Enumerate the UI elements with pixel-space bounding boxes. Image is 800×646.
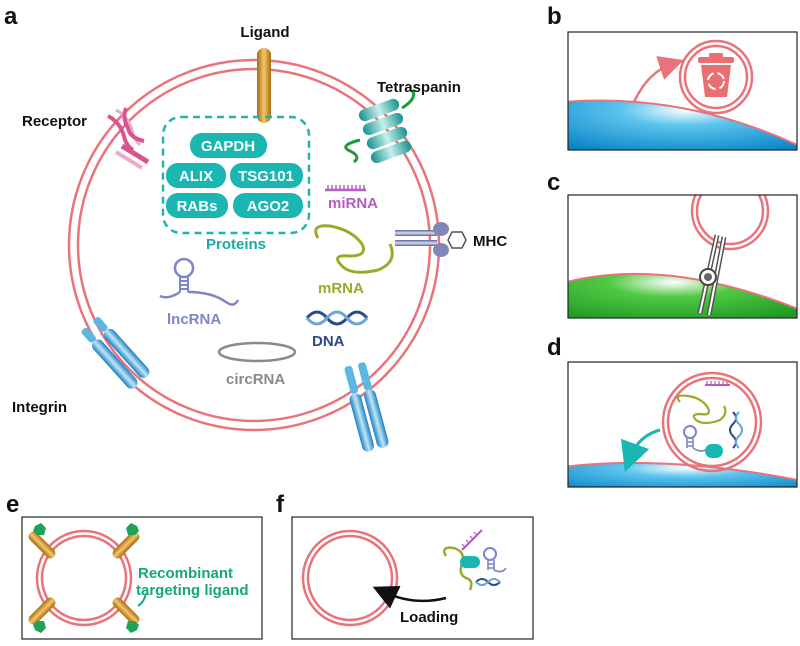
panel-label-c: c	[547, 169, 560, 196]
proteins-label: Proteins	[206, 236, 266, 253]
targeting-ligand-label: targeting ligand	[136, 582, 249, 599]
ligand-pointer	[137, 593, 147, 607]
receptor-label: Receptor	[22, 113, 87, 130]
panel-c	[568, 195, 797, 318]
svg-text:TSG101: TSG101	[238, 168, 294, 185]
integrin-label: Integrin	[12, 399, 67, 416]
protein-ago2: AGO2	[233, 193, 303, 218]
panel-label-a: a	[4, 3, 18, 30]
mirna-label: miRNA	[328, 195, 378, 212]
trash-bin-icon	[698, 53, 734, 97]
loading-arrow	[372, 585, 447, 609]
mrna-strand	[314, 224, 394, 274]
mirna-strand	[325, 185, 366, 192]
targeting-ligand-bottomright	[112, 597, 140, 633]
mhc-label: MHC	[473, 233, 507, 250]
mrna-label: mRNA	[318, 280, 364, 297]
targeting-ligand-topleft	[28, 523, 56, 559]
lncrna-strand	[159, 257, 240, 306]
ligand-label: Ligand	[240, 24, 289, 41]
empty-vesicle	[301, 529, 399, 627]
engineered-vesicle	[35, 529, 133, 627]
receptor-ligand-contact	[697, 234, 727, 316]
targeting-ligand-topright	[112, 523, 140, 559]
recombinant-label: Recombinant	[138, 565, 233, 582]
svg-text:ALIX: ALIX	[179, 168, 213, 185]
proteins-box	[161, 115, 311, 235]
dna-label: DNA	[312, 333, 345, 350]
trash-arrow	[632, 56, 684, 103]
panel-label-e: e	[6, 491, 19, 518]
tetraspanin-molecule	[344, 89, 416, 164]
integrin-left	[81, 317, 150, 389]
svg-text:GAPDH: GAPDH	[201, 138, 255, 155]
cargo-delivery-arrow	[621, 428, 661, 473]
panel-f-frame	[291, 516, 534, 640]
circrna-label: circRNA	[226, 371, 285, 388]
panel-b	[568, 32, 797, 150]
protein-gapdh: GAPDH	[190, 133, 267, 158]
panel-d	[568, 362, 797, 487]
panel-e-frame	[21, 516, 263, 640]
panel-label-b: b	[547, 3, 562, 30]
dna-helix	[305, 310, 369, 326]
panel-c-frame	[567, 194, 798, 319]
receptor-molecule	[107, 107, 150, 170]
panel-b-frame	[567, 31, 798, 151]
mhc-molecule	[395, 222, 467, 257]
protein-rabs: RABs	[166, 193, 228, 218]
cargo-cluster	[443, 529, 507, 591]
targeting-ligand-bottomleft	[28, 597, 56, 633]
protein-tsg101: TSG101	[230, 163, 303, 188]
panel-label-d: d	[547, 334, 562, 361]
svg-text:RABs: RABs	[177, 198, 218, 215]
panel-label-f: f	[276, 491, 285, 518]
circrna-ring	[217, 341, 297, 363]
tetraspanin-label: Tetraspanin	[377, 79, 461, 96]
ligand-rod	[257, 48, 271, 123]
lncrna-label: lncRNA	[167, 311, 221, 328]
svg-text:AGO2: AGO2	[247, 198, 290, 215]
protein-alix: ALIX	[166, 163, 226, 188]
integrin-right	[344, 362, 389, 452]
recipient-cell	[568, 99, 797, 150]
panel-d-frame	[567, 361, 798, 488]
loading-label: Loading	[400, 609, 458, 626]
